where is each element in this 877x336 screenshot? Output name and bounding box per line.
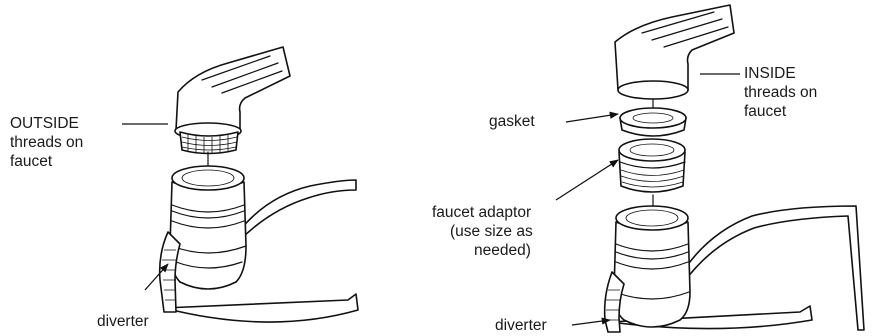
right-diverter-arrow: [571, 317, 611, 326]
label-inside-line-2: threads on: [744, 84, 818, 101]
label-faucet-adaptor: faucet adaptor (use size as needed): [432, 203, 533, 260]
label-inside-line-3: faucet: [744, 103, 787, 120]
left-diverter-lever: [158, 231, 181, 313]
left-hose: [163, 293, 359, 323]
left-outside-threads: [179, 131, 239, 155]
label-inside-threads: INSIDE threads on faucet: [744, 64, 817, 121]
left-diverter-body: [158, 165, 359, 323]
left-faucet-spout: [174, 46, 291, 140]
right-diverter-body: [603, 205, 865, 333]
label-adaptor-line-3: needed): [474, 242, 531, 259]
right-gasket: [619, 107, 687, 137]
label-outside-line-2: threads on: [10, 134, 84, 151]
label-diverter-left: diverter: [97, 313, 149, 330]
faucet-adaptor-arrow: [555, 159, 619, 201]
label-outside-line-3: faucet: [10, 153, 53, 170]
right-faucet-spout: [614, 4, 735, 100]
label-outside-threads: OUTSIDE threads on faucet: [10, 114, 83, 171]
left-diverter-arrow: [144, 263, 169, 291]
label-adaptor-line-1: faucet adaptor: [432, 204, 532, 221]
label-inside-line-1: INSIDE: [744, 65, 796, 82]
gasket-arrow: [565, 111, 619, 123]
right-diverter-lever: [603, 271, 625, 333]
label-outside-line-1: OUTSIDE: [10, 115, 79, 132]
label-gasket: gasket: [489, 113, 535, 130]
label-diverter-right: diverter: [495, 317, 547, 334]
faucet-adaptor-part: [618, 138, 686, 193]
label-adaptor-line-2: (use size as: [450, 223, 533, 240]
